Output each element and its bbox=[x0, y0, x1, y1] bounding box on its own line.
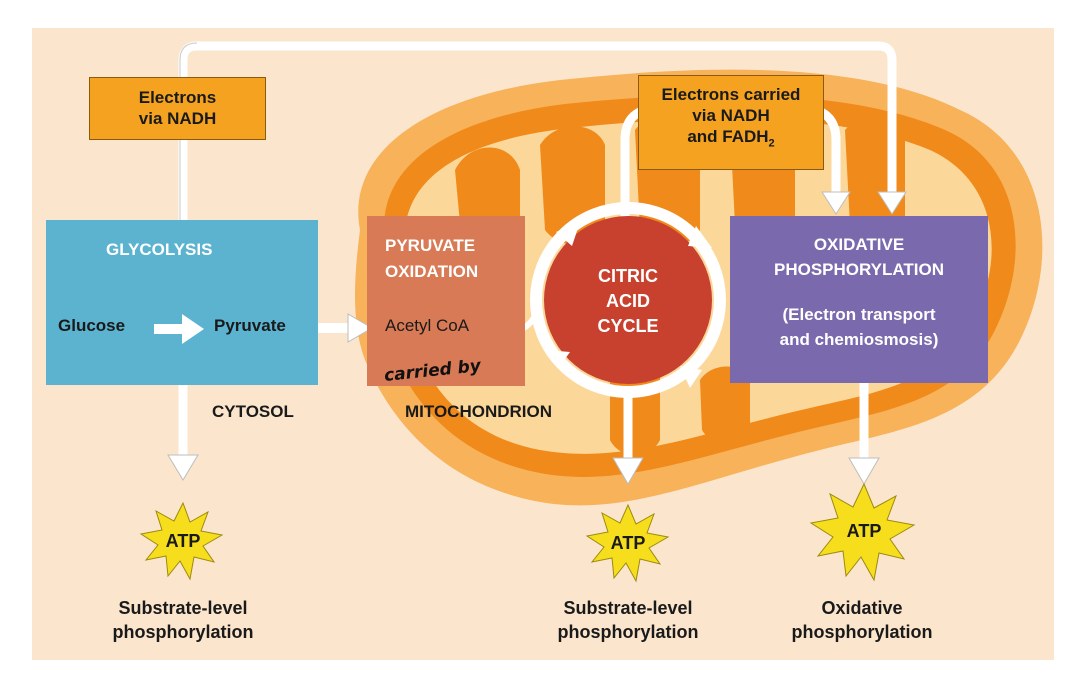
mitochondrion-label: MITOCHONDRION bbox=[405, 402, 553, 421]
electrons-via-nadh-line2: via NADH bbox=[138, 109, 217, 128]
caption-right-line1: Oxidative bbox=[821, 598, 903, 618]
fadh-subscript: 2 bbox=[768, 137, 775, 150]
oxidative-line3: (Electron transport bbox=[782, 305, 936, 324]
cycle-arrowhead-bottom-right bbox=[680, 366, 702, 388]
citric-cycle-ring bbox=[530, 202, 726, 398]
pyruvate-oxidation-box: PYRUVATE OXIDATION Acetyl CoA bbox=[367, 216, 525, 386]
pyruvate-oxidation-line1: PYRUVATE bbox=[385, 236, 476, 255]
glycolysis-electron-arrow bbox=[178, 41, 897, 225]
cycle-arrowhead-top-left bbox=[556, 222, 580, 246]
cycle-arrowhead-top-right bbox=[688, 226, 712, 248]
citric-line1: CITRIC bbox=[598, 266, 658, 286]
atp-label-left: ATP bbox=[165, 531, 201, 551]
caption-right: Oxidative phosphorylation bbox=[777, 596, 947, 644]
glucose-label: Glucose bbox=[58, 316, 126, 335]
glycolysis-box: GLYCOLYSIS Glucose Pyruvate bbox=[46, 220, 318, 385]
acetyl-coa-label: Acetyl CoA bbox=[385, 316, 470, 335]
electrons-carried-line1: Electrons carried bbox=[661, 85, 801, 104]
caption-middle-line2: phosphorylation bbox=[557, 622, 699, 642]
caption-left-line2: phosphorylation bbox=[112, 622, 254, 642]
atp-label-right: ATP bbox=[846, 521, 882, 541]
caption-right-line2: phosphorylation bbox=[791, 622, 933, 642]
electrons-carried-box: Electrons carried via NADH and FADH2 bbox=[638, 75, 824, 170]
electrons-via-nadh-line1: Electrons bbox=[138, 88, 217, 107]
oxidative-phosphorylation-box: OXIDATIVE PHOSPHORYLATION (Electron tran… bbox=[730, 216, 988, 383]
atp-star-left bbox=[139, 501, 224, 581]
atp-star-right bbox=[809, 482, 916, 582]
caption-middle-line1: Substrate-level bbox=[563, 598, 693, 618]
cytosol-label: CYTOSOL bbox=[212, 402, 294, 421]
glucose-to-pyruvate-arrow bbox=[154, 314, 204, 344]
pyruvate-oxidation-line2: OXIDATION bbox=[385, 262, 479, 281]
citric-line2: ACID bbox=[606, 291, 650, 311]
oxidative-line2: PHOSPHORYLATION bbox=[773, 260, 944, 279]
oxidative-line1: OXIDATIVE bbox=[813, 235, 905, 254]
oxidative-line4: and chemiosmosis) bbox=[779, 330, 939, 349]
citric-line3: CYCLE bbox=[597, 316, 659, 336]
electrons-carried-line2: via NADH bbox=[692, 106, 770, 125]
caption-left: Substrate-level phosphorylation bbox=[98, 596, 268, 644]
caption-left-line1: Substrate-level bbox=[118, 598, 248, 618]
pyruvate-label: Pyruvate bbox=[214, 316, 286, 335]
arrowhead-to-oxidative-2 bbox=[821, 191, 851, 215]
atp-label-middle: ATP bbox=[610, 533, 646, 553]
atp-star-middle bbox=[585, 503, 670, 583]
electrons-via-nadh-box: Electrons via NADH bbox=[89, 77, 266, 140]
electrons-carried-line3: and FADH2 bbox=[639, 126, 823, 154]
caption-middle: Substrate-level phosphorylation bbox=[543, 596, 713, 644]
glycolysis-title: GLYCOLYSIS bbox=[106, 240, 213, 259]
arrowhead-to-oxidative-1 bbox=[877, 191, 907, 215]
citric-cycle-circle bbox=[544, 216, 712, 384]
citric-acid-cycle-label: CITRIC ACID CYCLE bbox=[568, 264, 688, 339]
fadh-label: and FADH bbox=[687, 127, 769, 146]
cycle-arrowhead-bottom-left bbox=[546, 350, 570, 366]
